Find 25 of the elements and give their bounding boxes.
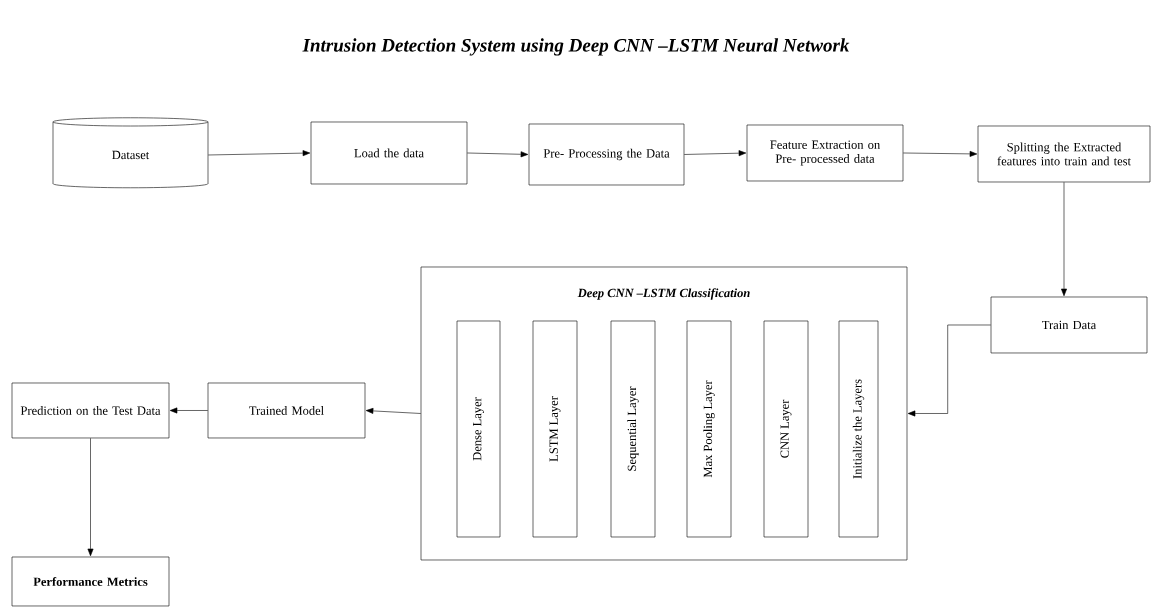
- layer-box: Initialize the Layers: [838, 320, 879, 538]
- arrow: [365, 407, 421, 414]
- arrow: [1061, 182, 1067, 297]
- arrow: [87, 438, 94, 557]
- process-box: Load the data: [310, 121, 468, 185]
- arrow: [684, 150, 747, 157]
- layer-box: Max Pooling Layer: [686, 320, 732, 538]
- arrow: [467, 151, 529, 158]
- layer-box: Sequential Layer: [610, 320, 656, 538]
- process-box: Prediction on the Test Data: [11, 382, 170, 439]
- layer-box: LSTM Layer: [532, 320, 578, 538]
- layer-box: CNN Layer: [763, 320, 809, 538]
- process-box: Trained Model: [207, 382, 366, 439]
- arrow: [907, 324, 991, 417]
- process-box: Feature Extraction on Pre- processed data: [746, 124, 904, 182]
- arrow: [903, 150, 978, 157]
- layer-box: Dense Layer: [456, 320, 501, 538]
- process-box: Performance Metrics: [11, 556, 170, 607]
- arrow: [208, 150, 311, 157]
- process-box: Pre- Processing the Data: [528, 123, 685, 186]
- process-box: Splitting the Extracted features into train and test: [977, 125, 1151, 183]
- process-box: Train Data: [990, 296, 1148, 354]
- database-cylinder: Dataset: [52, 117, 209, 189]
- title: Intrusion Detection System using Deep CNN –LSTM Neural Network: [302, 38, 850, 56]
- arrow: [169, 407, 208, 414]
